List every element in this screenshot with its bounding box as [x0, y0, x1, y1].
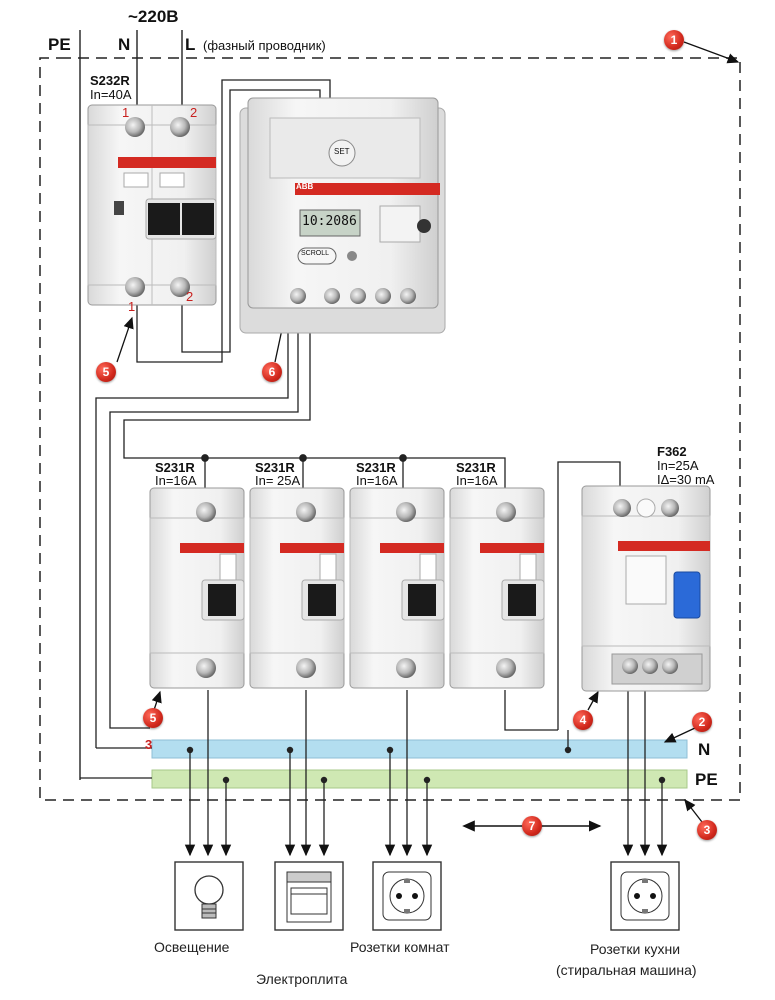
breaker-3-model: S231R — [356, 460, 396, 475]
breaker-1-model: S231R — [155, 460, 195, 475]
caption-stove: Электроплита — [256, 971, 348, 987]
breaker-2-model: S231R — [255, 460, 295, 475]
n-label: N — [118, 35, 131, 54]
breaker-1-rating: In=16A — [155, 473, 197, 488]
l-label: L — [185, 35, 196, 54]
main-breaker — [87, 104, 217, 306]
marker-3-pe-bus: 3 — [697, 820, 717, 840]
meter-brand: ABB — [296, 182, 314, 191]
supply-voltage: ~220B — [128, 7, 179, 26]
main-breaker-model: S232R — [90, 73, 130, 88]
lighting-icon — [174, 861, 244, 931]
marker-4: 4 — [573, 710, 593, 730]
branch-breaker-3 — [349, 487, 445, 689]
n-bus — [151, 739, 688, 759]
main-breaker-pin-top-2: 2 — [190, 105, 198, 120]
meter-wires — [95, 79, 331, 748]
kitchen-socket-icon — [610, 861, 680, 931]
marker-2: 2 — [692, 712, 712, 732]
breaker-4-rating: In=16A — [456, 473, 498, 488]
electricity-meter — [239, 97, 446, 334]
main-breaker-pin-bot-2: 2 — [186, 289, 194, 304]
rcd-leak-current: IΔ=30 mA — [657, 472, 715, 487]
marker-7: 7 — [522, 816, 542, 836]
l-note: (фазный проводник) — [203, 38, 326, 53]
supply-wires — [79, 30, 183, 780]
marker-1: 1 — [664, 30, 684, 50]
marker-5-branch: 5 — [143, 708, 163, 728]
main-breaker-pin-bot-1: 1 — [128, 299, 136, 314]
marker-6: 6 — [262, 362, 282, 382]
breaker-supply-bus — [135, 454, 656, 731]
breaker-3-rating: In=16A — [356, 473, 398, 488]
branch-breaker-1 — [149, 487, 245, 689]
caption-lighting: Освещение — [154, 939, 230, 955]
pe-bus-label: PE — [695, 770, 718, 789]
main-breaker-pin-top-1: 1 — [122, 105, 130, 120]
main-breaker-rating: In=40A — [90, 87, 132, 102]
caption-room-sockets: Розетки комнат — [350, 939, 450, 955]
branch-breaker-2 — [249, 487, 345, 689]
breaker-4-model: S231R — [456, 460, 496, 475]
pe-label: PE — [48, 35, 71, 54]
room-socket-icon — [372, 861, 442, 931]
load-wires — [184, 690, 668, 857]
meter-scroll: SCROLL — [301, 250, 330, 257]
n-bus-label: N — [698, 740, 711, 759]
stove-icon — [274, 861, 344, 931]
meter-display: 10:2086 — [302, 214, 357, 229]
rcd-model: F362 — [657, 444, 687, 459]
rcd-rating: In=25A — [657, 458, 699, 473]
caption-kitchen-sockets: Розетки кухни — [590, 941, 681, 957]
rcd-f362 — [581, 485, 711, 692]
meter-set-button: SET — [334, 147, 350, 156]
marker-5-main: 5 — [96, 362, 116, 382]
branch-breaker-4 — [449, 487, 545, 689]
pe-bus — [151, 769, 688, 789]
marker-3-n-bus: 3 — [145, 737, 153, 752]
breaker-2-rating: In= 25A — [255, 473, 301, 488]
caption-washing-machine: (стиральная машина) — [556, 962, 697, 978]
